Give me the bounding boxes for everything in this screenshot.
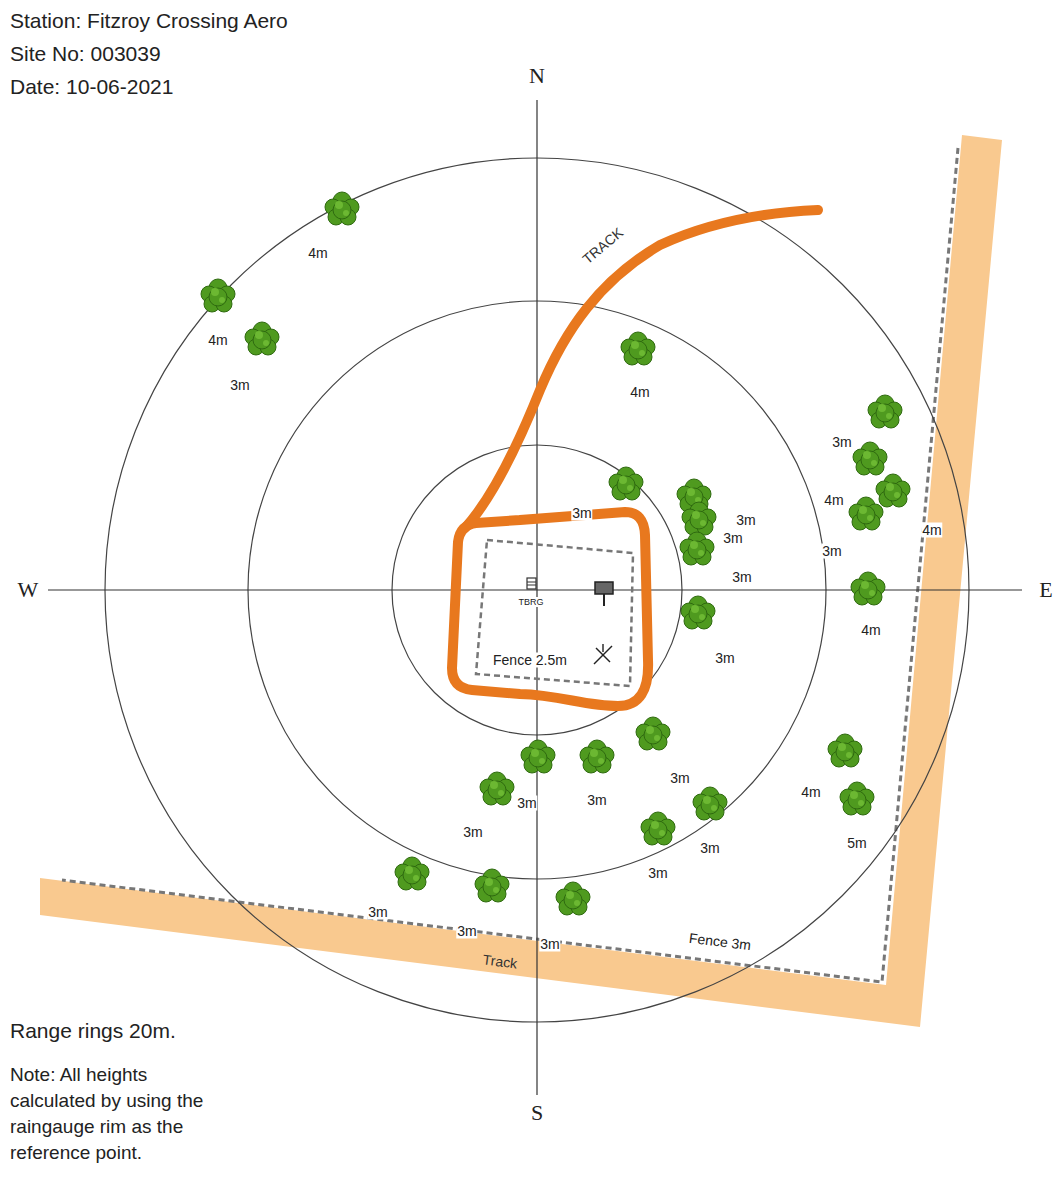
range-note: Range rings 20m. [10, 1018, 176, 1044]
height-label: 3m [462, 825, 483, 840]
tree [556, 882, 590, 915]
tree [521, 740, 555, 773]
gauge-label: TBRG [517, 597, 544, 607]
compass-point: N [527, 64, 547, 88]
height-label: 4m [921, 523, 942, 538]
height-label: 4m [629, 385, 650, 400]
height-label: 3m [539, 937, 560, 952]
site-track [452, 210, 818, 706]
height-label: 3m [831, 435, 852, 450]
height-label: 4m [823, 493, 844, 508]
tree [475, 869, 509, 902]
tree [201, 279, 235, 312]
tree [868, 395, 902, 428]
outer-fence [62, 148, 958, 982]
tree [609, 467, 643, 500]
height-label: 3m [699, 841, 720, 856]
height-label: 3m [571, 506, 592, 521]
height-label: 4m [207, 333, 228, 348]
height-label: 3m [714, 651, 735, 666]
enclosure-fence [476, 540, 633, 686]
height-label: 3m [735, 513, 756, 528]
height-note: Note: All heights calculated by using th… [10, 1062, 235, 1166]
track-label: Track [482, 952, 518, 971]
tree [395, 857, 429, 890]
height-label: 3m [731, 570, 752, 585]
tree [828, 734, 862, 767]
height-label: 3m [669, 771, 690, 786]
compass-point: W [16, 578, 41, 602]
compass-point: S [529, 1101, 545, 1125]
tree [325, 192, 359, 225]
survey-date: Date: 10-06-2021 [10, 74, 173, 100]
tree [681, 596, 715, 629]
tree [682, 502, 716, 535]
height-label: 3m [367, 905, 388, 920]
tree [480, 772, 514, 805]
fence-label: Fence 2.5m [492, 653, 568, 668]
instrument-screen-symbol [595, 582, 613, 606]
trees [201, 192, 910, 915]
outer-track-band [40, 135, 1002, 1027]
tree [621, 332, 655, 365]
tree [245, 322, 279, 355]
height-label: 4m [307, 246, 328, 261]
tree [853, 442, 887, 475]
height-label: 3m [586, 793, 607, 808]
tree [693, 787, 727, 820]
compass-axes [48, 100, 1022, 1095]
tree [840, 782, 874, 815]
height-label: 4m [800, 785, 821, 800]
tree [641, 812, 675, 845]
height-label: 4m [860, 623, 881, 638]
compass-point: E [1037, 578, 1054, 602]
station-name: Station: Fitzroy Crossing Aero [10, 8, 288, 34]
tree [851, 572, 885, 605]
wind-mast-symbol [594, 644, 612, 664]
height-label: 3m [722, 531, 743, 546]
height-label: 3m [821, 544, 842, 559]
fence-label: Fence 3m [687, 931, 753, 954]
tree [680, 532, 714, 565]
tree [636, 717, 670, 750]
height-label: 3m [516, 796, 537, 811]
height-label: 3m [229, 378, 250, 393]
rain-gauge-symbol [527, 578, 536, 589]
height-label: 5m [846, 836, 867, 851]
tree [849, 497, 883, 530]
height-label: 3m [647, 866, 668, 881]
tree [876, 474, 910, 507]
track-label: TRACK [580, 225, 626, 267]
site-number: Site No: 003039 [10, 41, 161, 67]
tree [580, 740, 614, 773]
height-label: 3m [456, 924, 477, 939]
